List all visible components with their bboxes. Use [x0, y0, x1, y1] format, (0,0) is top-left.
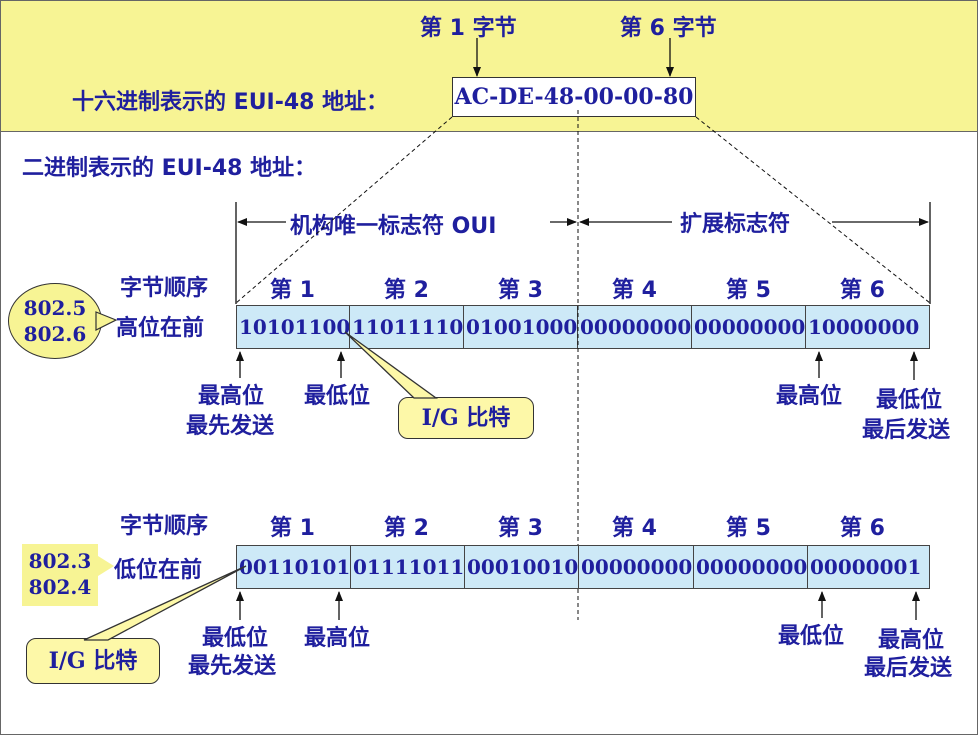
bit-cell-upper-4: 00000000: [577, 305, 692, 349]
standard-802-4: 802.4: [28, 575, 92, 599]
sent-first-upper: 最先发送: [186, 414, 275, 439]
msb-label-lower: 最高位: [304, 626, 371, 651]
byte-header-lower-4: 第 4: [612, 516, 657, 541]
bit-cell-upper-1: 10101100: [236, 305, 350, 349]
bit-cell-lower-4: 00000000: [578, 545, 694, 589]
hex-address-box: AC-DE-48-00-00-80: [452, 77, 696, 117]
lsb-label-lower: 最低位: [202, 626, 269, 651]
bit-cell-lower-5: 00000000: [693, 545, 808, 589]
byte-header-lower-3: 第 3: [498, 516, 543, 541]
msb-label-upper: 最高位: [198, 384, 265, 409]
hex-caption: 十六进制表示的 EUI-48 地址：: [72, 90, 389, 115]
byte6-label: 第 6 字节: [620, 16, 717, 41]
byte-header-upper-4: 第 4: [612, 278, 657, 303]
binary-caption: 二进制表示的 EUI-48 地址：: [22, 156, 317, 181]
byte-header-lower-6: 第 6: [840, 516, 885, 541]
byte-header-upper-5: 第 5: [726, 278, 771, 303]
right-lsb-lower: 最低位: [778, 624, 845, 649]
standard-802-5: 802.5: [23, 296, 87, 320]
bit-cell-upper-5: 00000000: [691, 305, 806, 349]
bit-cell-upper-6: 10000000: [805, 305, 930, 349]
right-msb-lower: 最高位: [878, 628, 945, 653]
bit-cell-lower-3: 00010010: [464, 545, 579, 589]
dash-left-projection: [235, 116, 453, 304]
order-label-low-first: 低位在前: [114, 558, 203, 583]
byte-header-lower-5: 第 5: [726, 516, 771, 541]
byte-order-label-upper: 字节顺序: [120, 276, 209, 301]
byte-header-upper-1: 第 1: [270, 278, 315, 303]
bit-cell-lower-6: 00000001: [807, 545, 930, 589]
right-msb-upper: 最高位: [776, 384, 843, 409]
circle-pointer-upper: [95, 311, 118, 331]
standard-802-3: 802.3: [28, 549, 92, 573]
byte-header-upper-6: 第 6: [840, 278, 885, 303]
dash-right-projection: [695, 116, 931, 304]
standards-circle-upper: 802.5 802.6: [8, 283, 102, 359]
ig-pointer-lower: [83, 565, 247, 641]
byte-order-label-lower: 字节顺序: [120, 514, 209, 539]
box-pointer-lower: [98, 556, 114, 576]
lsb-label-upper: 最低位: [304, 384, 371, 409]
sent-last-upper: 最后发送: [862, 418, 951, 443]
bit-cell-upper-2: 11011110: [349, 305, 464, 349]
standard-802-6: 802.6: [23, 322, 87, 346]
byte-header-lower-2: 第 2: [384, 516, 429, 541]
byte-header-upper-3: 第 3: [498, 278, 543, 303]
bit-cell-upper-3: 01001000: [463, 305, 578, 349]
bit-cell-lower-2: 01111011: [350, 545, 465, 589]
ext-label: 扩展标志符: [680, 212, 791, 237]
ig-bit-bubble-lower: I/G 比特: [26, 638, 160, 684]
ig-bit-bubble-upper: I/G 比特: [398, 397, 534, 439]
byte-header-upper-2: 第 2: [384, 278, 429, 303]
right-lsb-upper: 最低位: [876, 388, 943, 413]
ig-pointer-upper: [344, 331, 439, 399]
byte1-label: 第 1 字节: [420, 16, 517, 41]
sent-last-lower: 最后发送: [864, 656, 953, 681]
standards-box-lower: 802.3 802.4: [22, 544, 98, 606]
sent-first-lower: 最先发送: [188, 654, 277, 679]
byte-header-lower-1: 第 1: [270, 516, 315, 541]
order-label-high-first: 高位在前: [116, 316, 205, 341]
